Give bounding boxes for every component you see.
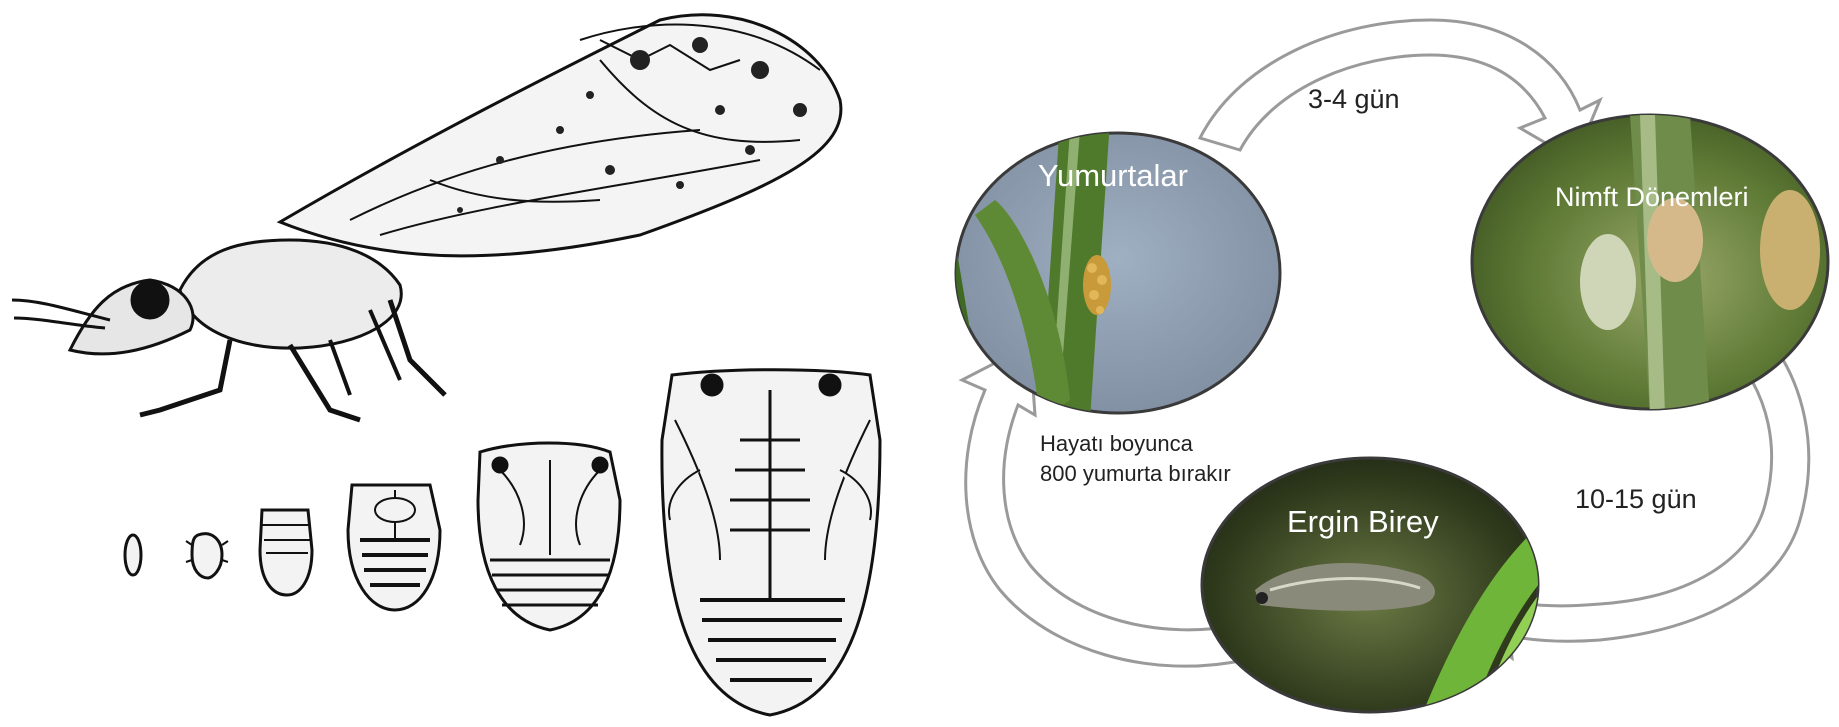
fecundity-note-line2: 800 yumurta bırakır [1040,461,1231,486]
psyllid-leg [140,340,230,415]
instar-4-drawing [478,443,620,630]
duration-egg-to-nymph: 3-4 gün [1308,84,1400,114]
fecundity-note-line1: Hayatı boyunca [1040,431,1194,456]
instar-5-drawing [662,370,880,715]
stage-label-adult: Ergin Birey [1287,504,1439,539]
adult-psyllid-illustration [12,15,841,420]
stage-label-eggs: Yumurtalar [1038,158,1188,193]
psyllid-leg [290,345,360,420]
duration-nymph-to-adult: 10-15 gün [1575,484,1697,514]
arrow-eggs-to-nymph [1200,20,1600,160]
psyllid-leg [330,340,350,395]
instar-3-drawing [348,485,440,610]
instar-2-drawing [260,510,312,595]
psyllid-body [180,240,401,348]
instar-1-drawing [186,534,228,578]
stage-adult: Ergin Birey [1202,458,1560,720]
egg-drawing [125,535,141,575]
life-cycle-diagram: Yumurtalar Nimft Dönemleri [955,20,1828,720]
psyllid-wing [280,15,841,256]
stage-label-nymph: Nimft Dönemleri [1555,182,1749,212]
instar-series [125,370,880,715]
psyllid-head [70,280,193,354]
